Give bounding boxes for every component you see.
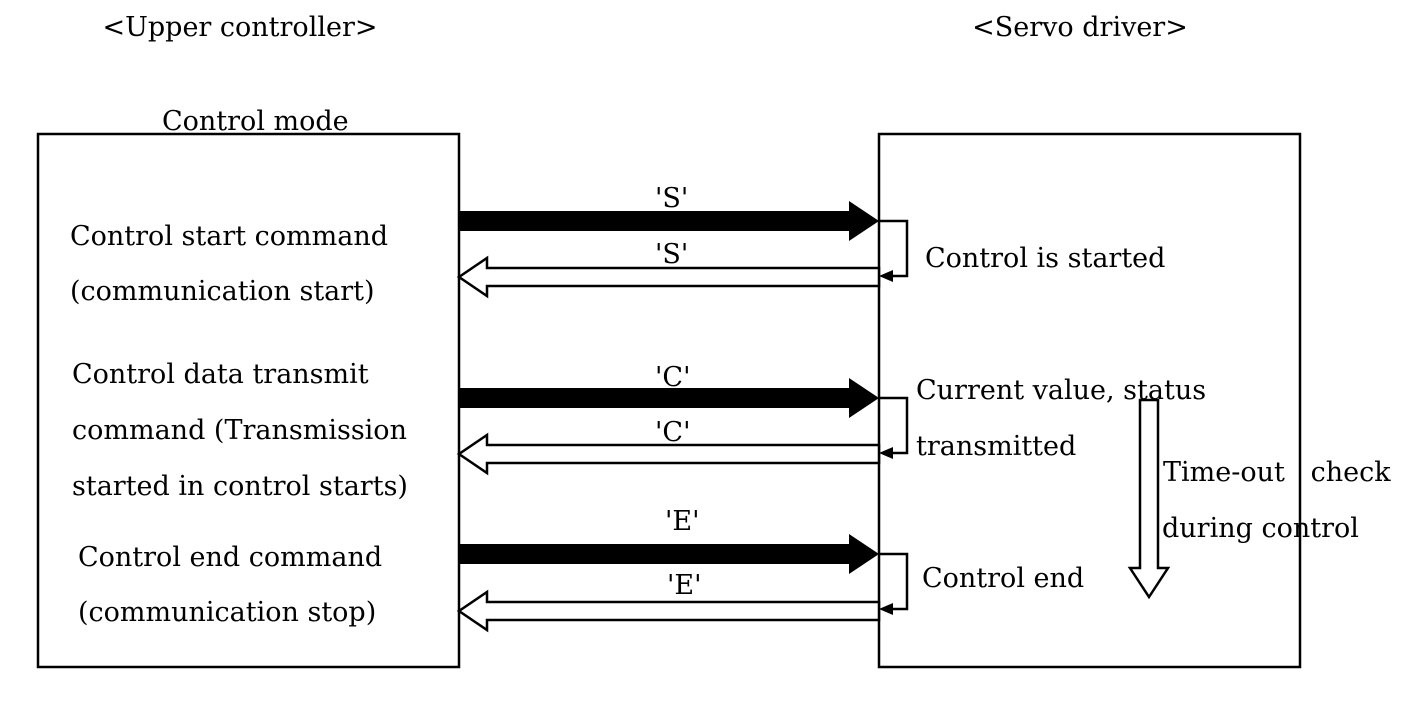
control-is-started-label: Control is started xyxy=(925,243,1165,274)
servo-driver-header: <Servo driver> xyxy=(972,12,1188,43)
communication-stop-label: (communication stop) xyxy=(78,597,376,628)
during-control-label: during control xyxy=(1162,513,1359,544)
control-end-command-label: Control end command xyxy=(78,542,382,573)
response-e-label: 'E' xyxy=(667,570,702,601)
timeout-check-label: Time-out check xyxy=(1163,457,1391,488)
command-s-arrow xyxy=(459,201,879,241)
current-value-status-label: Current value, status xyxy=(916,375,1206,406)
response-c-label: 'C' xyxy=(655,417,691,448)
ack-c-bracket-arrowhead xyxy=(879,447,893,459)
upper-controller-header: <Upper controller> xyxy=(103,12,378,43)
command-transmission-label: command (Transmission xyxy=(72,415,407,446)
command-e-arrow xyxy=(459,534,879,574)
control-data-transmit-label: Control data transmit xyxy=(72,359,369,390)
ack-e-bracket xyxy=(879,552,909,611)
ack-s-bracket xyxy=(879,219,909,278)
timeout-down-arrow xyxy=(1127,398,1171,600)
ack-e-bracket-arrowhead xyxy=(879,603,893,615)
response-s-label: 'S' xyxy=(655,239,688,270)
communication-start-label: (communication start) xyxy=(70,276,375,307)
control-end-label: Control end xyxy=(922,563,1084,594)
response-c-arrow xyxy=(456,432,881,476)
control-start-command-label: Control start command xyxy=(70,221,388,252)
started-in-control-label: started in control starts) xyxy=(72,471,408,502)
control-mode-title: Control mode xyxy=(162,106,349,137)
transmitted-label: transmitted xyxy=(916,431,1076,462)
response-e-arrow xyxy=(456,589,881,633)
upper-controller-box xyxy=(36,132,461,669)
servo-driver-box xyxy=(877,132,1302,669)
command-c-arrow xyxy=(459,378,879,418)
command-e-label: 'E' xyxy=(665,506,700,537)
ack-s-bracket-arrowhead xyxy=(879,270,893,282)
ack-c-bracket xyxy=(879,396,909,455)
command-c-label: 'C' xyxy=(655,362,691,393)
response-s-arrow xyxy=(456,255,881,299)
command-s-label: 'S' xyxy=(655,183,688,214)
